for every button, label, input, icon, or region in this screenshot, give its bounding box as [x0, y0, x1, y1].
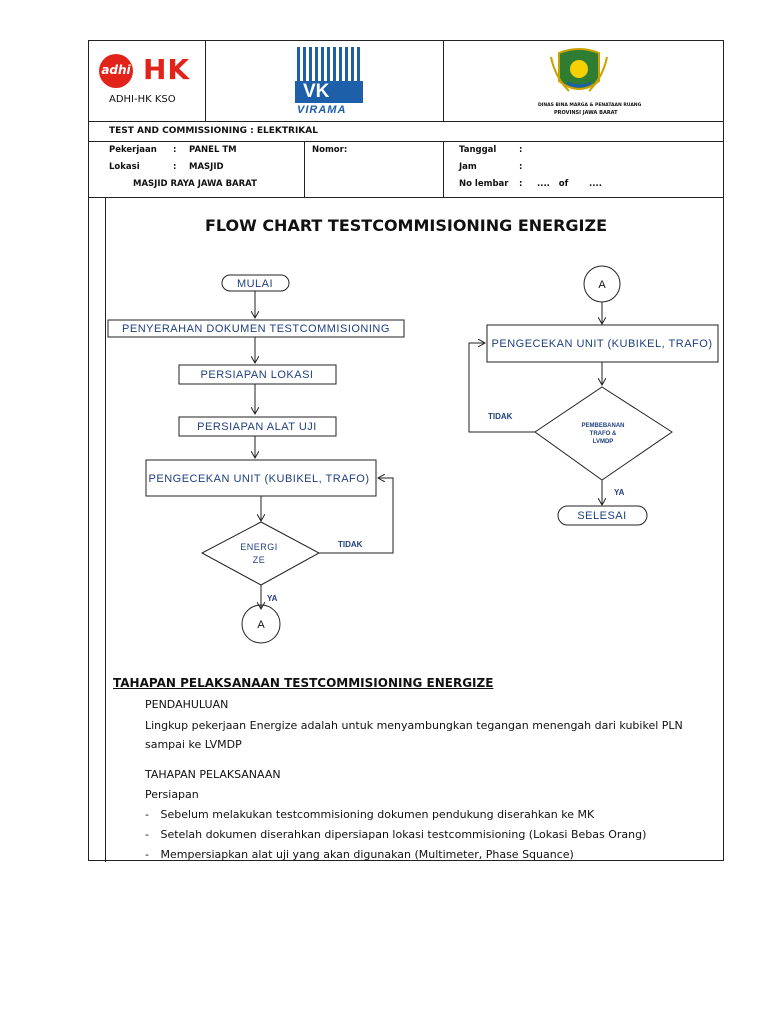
no-label: TIDAK — [488, 412, 513, 421]
jabar-emblem-icon — [550, 48, 608, 92]
flow-arrow-no — [468, 343, 535, 433]
decision-energize — [200, 521, 321, 586]
company-name: ADHI-HK KSO — [109, 94, 176, 105]
margin-line — [105, 197, 106, 862]
header-divider — [205, 41, 206, 121]
list-item: - Setelah dokumen diserahkan dipersiapan… — [145, 828, 646, 841]
connector-a-label: A — [598, 279, 606, 291]
step-penyerahan-label: PENYERAHAN DOKUMEN TESTCOMMISIONING — [122, 323, 390, 335]
decision-pembebanan-line1: PEMBEBANAN — [581, 423, 624, 429]
lokasi-detail: MASJID RAYA JAWA BARAT — [133, 179, 257, 189]
colon: : — [173, 162, 177, 172]
nomor-label: Nomor: — [312, 145, 348, 155]
header-divider — [304, 141, 305, 197]
form-title: TEST AND COMMISSIONING : ELEKTRIKAL — [109, 126, 318, 136]
virama-logo-graphic — [295, 47, 363, 103]
lokasi-value: MASJID — [189, 162, 224, 172]
yes-label: YA — [267, 594, 278, 603]
bullet-marker: - — [145, 808, 149, 821]
colon: : — [519, 179, 523, 189]
bullet-marker: - — [145, 848, 149, 861]
step-pengecekan-label: PENGECEKAN UNIT (KUBIKEL, TRAFO) — [149, 473, 370, 485]
header-divider — [443, 141, 444, 197]
flow-arrow-no — [319, 478, 394, 554]
header-divider — [443, 41, 444, 121]
document-title: FLOW CHART TESTCOMMISIONING ENERGIZE — [204, 216, 608, 235]
document-page: adhi HK ADHI-HK KSO VK VIRAMA — [88, 40, 724, 862]
flowchart: MULAI PENYERAHAN DOKUMEN TESTCOMMISIONIN… — [107, 265, 719, 644]
prep-heading: Persiapan — [145, 788, 199, 801]
nolembar-label: No lembar — [459, 179, 509, 189]
intro-heading: PENDAHULUAN — [145, 698, 229, 711]
header-divider — [89, 121, 723, 122]
no-label: TIDAK — [338, 540, 363, 549]
bullet-text: Setelah dokumen diserahkan dipersiapan l… — [160, 828, 647, 841]
decision-pembebanan-line2: TRAFO & — [590, 431, 617, 437]
nolembar-value: .... of .... — [537, 179, 602, 189]
decision-energize-line2: ZE — [253, 555, 266, 565]
bullet-text: Mempersiapkan alat uji yang akan digunak… — [160, 848, 574, 861]
decision-pembebanan-line3: LVMDP — [593, 439, 614, 445]
colon: : — [519, 162, 523, 172]
jabar-caption-line1: DINAS BINA MARGA & PENATAAN RUANG — [538, 103, 642, 108]
step-persiapan-alat-label: PERSIAPAN ALAT UJI — [197, 421, 317, 433]
adhi-logo-mark: adhi — [99, 54, 133, 88]
steps-heading: TAHAPAN PELAKSANAAN — [145, 768, 281, 781]
bullet-marker: - — [145, 828, 149, 841]
list-item: - Sebelum melakukan testcommisioning dok… — [145, 808, 594, 821]
start-label: MULAI — [237, 278, 273, 290]
intro-text: Lingkup pekerjaan Energize adalah untuk … — [145, 719, 683, 751]
jam-label: Jam — [459, 162, 477, 172]
pekerjaan-value: PANEL TM — [189, 145, 237, 155]
decision-energize-line1: ENERGI — [240, 542, 278, 552]
jabar-caption-line2: PROVINSI JAWA BARAT — [554, 110, 618, 116]
lokasi-label: Lokasi — [109, 162, 140, 172]
colon: : — [519, 145, 523, 155]
yes-label: YA — [614, 488, 625, 497]
list-item: - Mempersiapkan alat uji yang akan digun… — [145, 848, 574, 861]
virama-logo: VK VIRAMA — [293, 45, 365, 117]
jabar-logo: DINAS BINA MARGA & PENATAAN RUANG PROVIN… — [529, 47, 641, 119]
connector-a-bottom — [241, 604, 281, 644]
step-penyerahan-box — [107, 319, 405, 338]
connector-a-label: A — [257, 619, 265, 631]
colon: : — [173, 145, 177, 155]
pekerjaan-label: Pekerjaan — [109, 145, 157, 155]
header-divider — [89, 197, 723, 198]
tanggal-label: Tanggal — [459, 145, 497, 155]
header-divider — [89, 141, 723, 142]
step-persiapan-alat-box — [178, 416, 337, 437]
step-pengecekan2-label: PENGECEKAN UNIT (KUBIKEL, TRAFO) — [492, 338, 713, 350]
end-label: SELESAI — [577, 510, 626, 522]
virama-text: VIRAMA — [297, 104, 347, 116]
section-title: TAHAPAN PELAKSANAAN TESTCOMMISIONING ENE… — [113, 676, 494, 690]
end-terminal — [557, 505, 648, 526]
step-persiapan-lokasi-label: PERSIAPAN LOKASI — [201, 369, 314, 381]
hk-logo-mark: HK — [143, 53, 191, 86]
vk-text: VK — [303, 81, 330, 102]
bullet-text: Sebelum melakukan testcommisioning dokum… — [160, 808, 595, 821]
step-persiapan-lokasi-box — [178, 364, 337, 385]
